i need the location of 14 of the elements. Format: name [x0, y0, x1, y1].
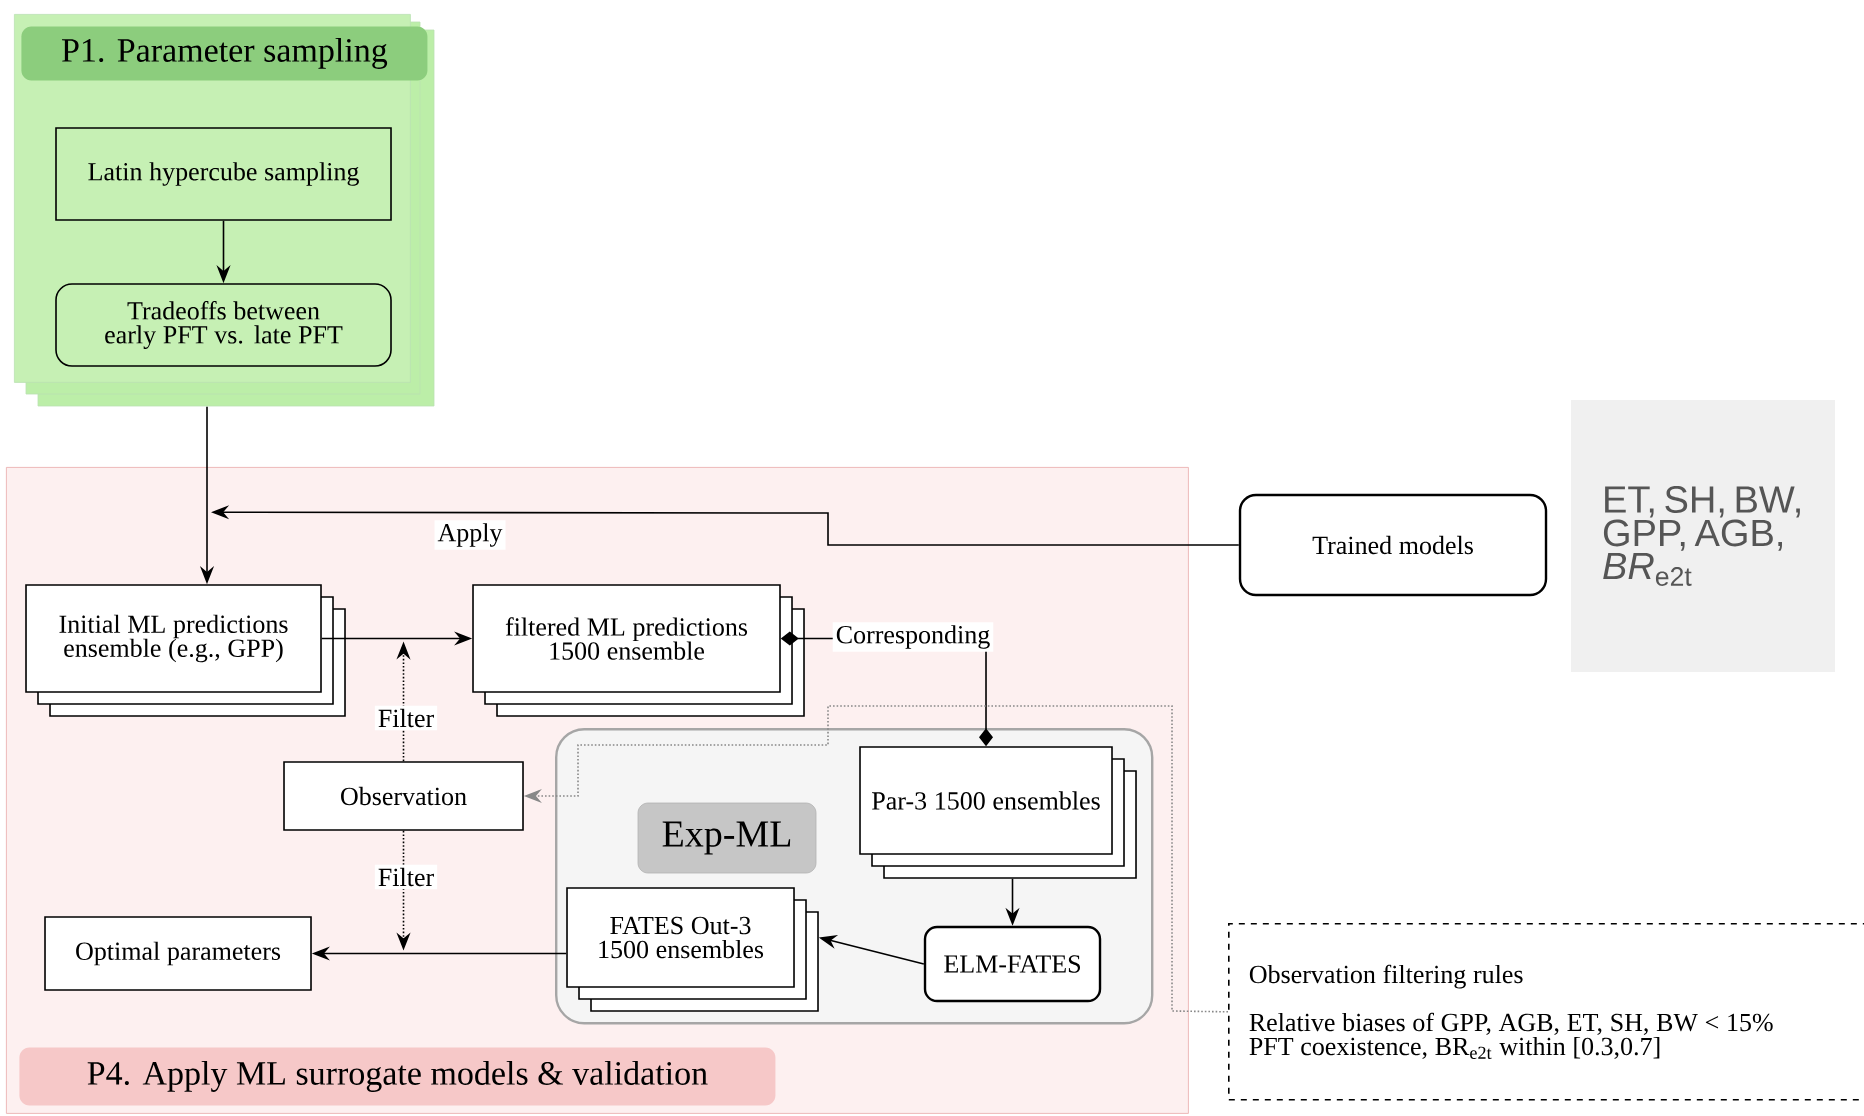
process-box: Tradeoffs between early PFT vs. late PFT	[55, 283, 392, 367]
process-box: Latin hypercube sampling	[55, 127, 392, 221]
stacked-box: FATES Out-3 1500 ensembles	[566, 887, 819, 1012]
process-box: Optimal parameters	[44, 916, 312, 991]
stacked-box: Initial ML predictions ensemble (e.g., GPP)	[25, 584, 346, 717]
stacked-box: Par-3 1500 ensembles	[859, 746, 1137, 879]
model-box: Trained models	[1238, 493, 1548, 597]
model-box: ELM-FATES	[923, 925, 1102, 1003]
process-box: Observation	[283, 761, 524, 831]
rules-box: Observation filtering rules Relative biases of GPP, AGB, ET, SH, BW < 15% PFT coexistence, BR$_{e2t}$ within [0.3,0.7]	[1228, 923, 1864, 1101]
variable-list: ET, SH, BW, GPP, AGB, BR$_{e2t}$	[1571, 400, 1835, 672]
edge-label: Corresponding	[832, 622, 994, 652]
edge-label: Apply	[434, 520, 506, 550]
stacked-box: filtered ML predictions 1500 ensemble	[472, 584, 805, 717]
